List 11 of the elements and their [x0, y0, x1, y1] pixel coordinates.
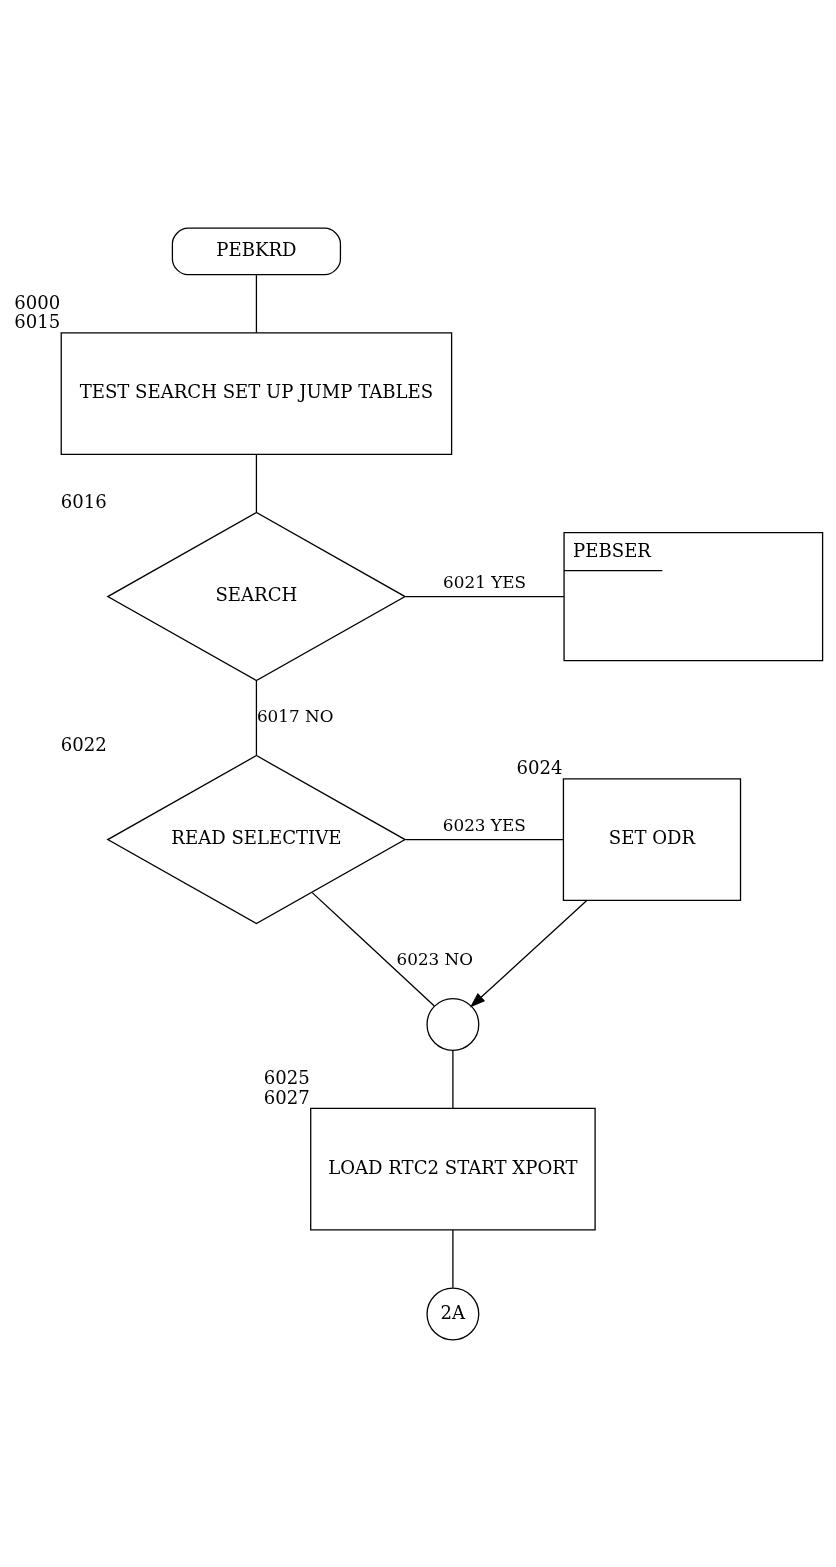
edge-label: 6017 NO	[256, 705, 334, 726]
node-label: 6016	[60, 490, 107, 512]
node-label: 6027	[263, 1086, 310, 1108]
node-label: 6024	[516, 756, 563, 778]
node-label: 6015	[14, 310, 61, 332]
edge-label: 6023 YES	[442, 814, 526, 835]
node-label: 6025	[263, 1066, 310, 1088]
node-label: 6022	[60, 733, 107, 755]
node-label: 6000	[14, 291, 61, 313]
edge-label: 6021 YES	[443, 571, 527, 592]
edge-label: 6023 NO	[396, 948, 474, 969]
